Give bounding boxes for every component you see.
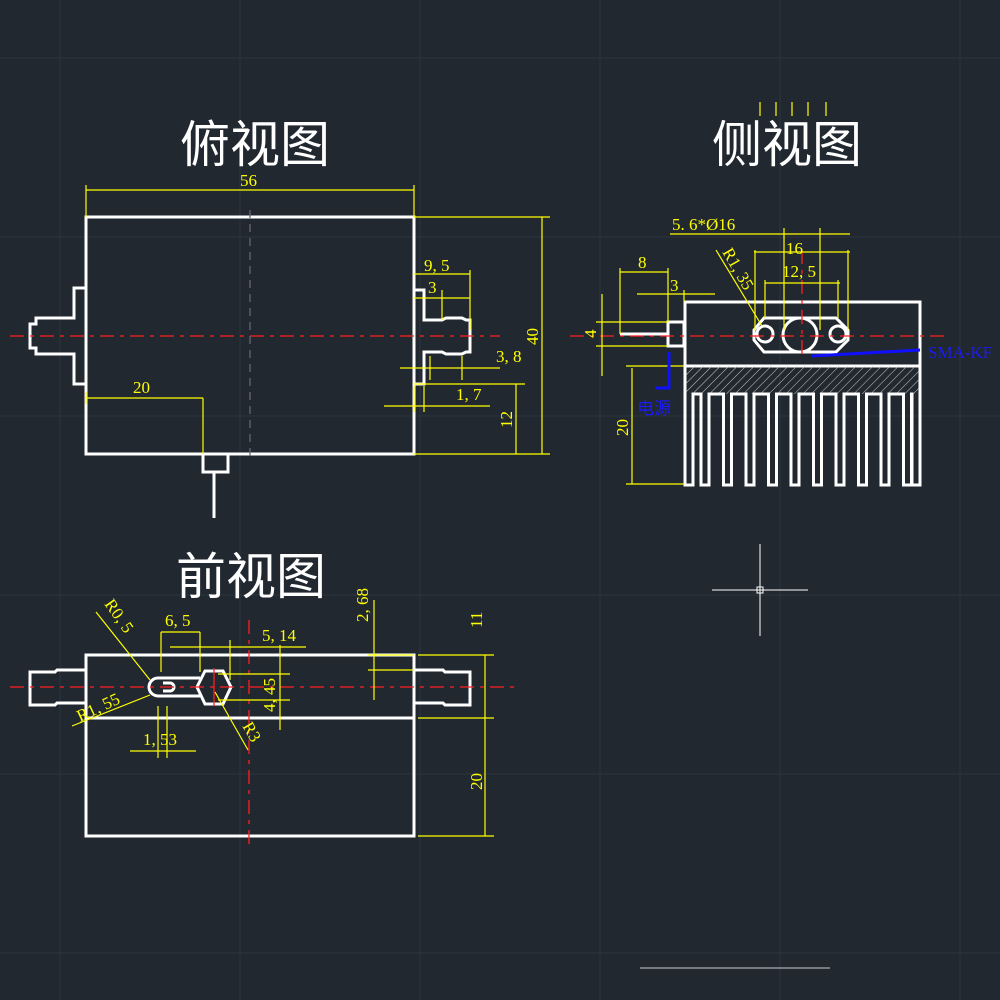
front-right-connector <box>414 668 472 707</box>
dim-r1-35: R1, 35 <box>719 245 758 294</box>
side-connector <box>666 320 686 348</box>
dim-4-45: 4, 45 <box>260 678 279 712</box>
dim-11: 11 <box>467 612 486 628</box>
front-slot <box>147 676 200 698</box>
dim-3-8: 3, 8 <box>496 347 522 366</box>
dim-12: 12 <box>497 411 516 428</box>
heatsink-base <box>685 366 920 394</box>
heatsink-outline <box>683 366 922 487</box>
front-view-title: 前视图 <box>176 548 326 606</box>
front-view: 前视图 R0, 5 6, 5 5, 14 2, 68 11 R1, 55 4, … <box>10 548 515 850</box>
dim-5-6-dia16: 5. 6*Ø16 <box>672 215 735 234</box>
sma-left-hole <box>755 324 775 344</box>
dim-12-5: 12, 5 <box>782 262 816 281</box>
sma-flange <box>752 316 850 354</box>
side-view: 侧视图 5. 6*Ø16 16 12, 5 8 3 R1, 35 4 <box>570 102 992 487</box>
power-label: 电源 <box>637 399 671 418</box>
side-view-title: 侧视图 <box>712 116 862 174</box>
top-view: 俯视图 56 9, 5 3 3, 8 1, 7 40 20 12 <box>10 116 550 518</box>
front-body <box>84 653 416 838</box>
crosshair-cursor-icon <box>712 544 808 636</box>
dim-20: 20 <box>613 419 632 436</box>
dim-1-7: 1, 7 <box>456 385 482 404</box>
dim-r0-5: R0, 5 <box>101 595 138 636</box>
dim-16: 16 <box>786 239 803 258</box>
dim-40: 40 <box>523 328 542 345</box>
dim-5-14: 5, 14 <box>262 626 297 645</box>
heatsink-fins <box>683 366 922 487</box>
dim-1-53: 1, 53 <box>143 730 177 749</box>
sma-center-hole <box>781 316 819 354</box>
top-pin <box>201 454 230 518</box>
front-left-connector <box>28 668 86 707</box>
top-dimension-lines <box>85 185 550 455</box>
dim-3: 3 <box>428 278 437 297</box>
dim-20: 20 <box>467 773 486 790</box>
dim-2-68: 2, 68 <box>353 588 372 622</box>
dim-6-5: 6, 5 <box>165 611 191 630</box>
dim-r1-55: R1, 55 <box>74 689 123 725</box>
dim-56: 56 <box>240 171 257 190</box>
dim-9-5: 9, 5 <box>424 256 450 275</box>
dim-3: 3 <box>670 276 679 295</box>
dim-4: 4 <box>581 329 600 338</box>
dim-20: 20 <box>133 378 150 397</box>
sma-kf-label: SMA-KF <box>928 343 992 362</box>
dim-8: 8 <box>638 253 647 272</box>
sma-right-hole <box>828 324 848 344</box>
top-view-title: 俯视图 <box>180 116 330 174</box>
